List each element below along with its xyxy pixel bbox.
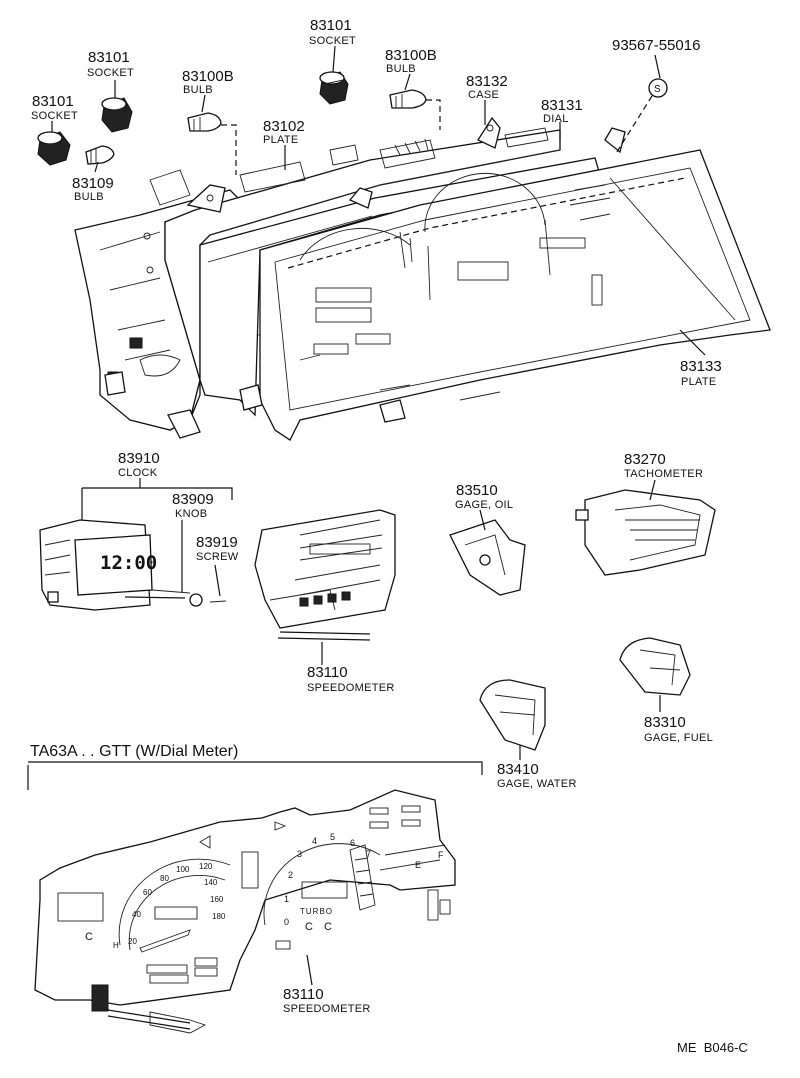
part-number: 83101: [32, 93, 74, 110]
f-letter: F: [438, 850, 444, 860]
tach-tick: 2: [288, 870, 293, 880]
part-name: SCREW: [196, 551, 239, 563]
part-name: SOCKET: [309, 35, 356, 47]
part-number: 83100B: [182, 68, 234, 85]
part-name: KNOB: [175, 508, 207, 520]
socket-83101-mid-drawing: [101, 97, 133, 133]
turbo-label: TURBO: [300, 907, 333, 916]
cluster-assembly-drawing: [74, 116, 771, 441]
cc-label-1: C: [305, 921, 313, 933]
bulb-83109-drawing: [85, 145, 115, 165]
part-name: SPEEDOMETER: [307, 682, 395, 694]
part-number: 83100B: [385, 47, 437, 64]
speed-tick: 180: [212, 912, 226, 921]
part-number: 83510: [456, 482, 498, 499]
fuel-gage-drawing: [619, 637, 691, 712]
speed-tick: 40: [132, 910, 141, 919]
part-name: BULB: [74, 191, 104, 203]
part-name: PLATE: [263, 134, 299, 146]
h-letter: H: [113, 941, 119, 950]
part-number: 83919: [196, 534, 238, 551]
part-number: 83101: [310, 17, 352, 34]
speed-tick: 140: [204, 878, 218, 887]
part-number: 83910: [118, 450, 160, 467]
tach-tick: 7: [366, 849, 371, 859]
clock-drawing: [39, 478, 233, 611]
speed-tick: 160: [210, 895, 224, 904]
part-number: 83110: [307, 664, 348, 681]
tach-tick: 4: [312, 836, 317, 846]
clock-c-letter: C: [85, 931, 93, 943]
tach-tick: 5: [330, 832, 335, 842]
screw-symbol-drawing: [614, 78, 668, 156]
part-name: PLATE: [681, 376, 717, 388]
part-name: GAGE, WATER: [497, 778, 577, 790]
part-number: 83133: [680, 358, 722, 375]
screw-symbol-letter: S: [654, 84, 661, 95]
oil-gage-drawing: [449, 509, 526, 596]
part-name: CLOCK: [118, 467, 158, 479]
speed-tick: 60: [143, 888, 152, 897]
cc-label-2: C: [324, 921, 332, 933]
tach-tick: 3: [297, 849, 302, 859]
part-name: GAGE, OIL: [455, 499, 513, 511]
part-name: BULB: [183, 84, 213, 96]
part-name: TACHOMETER: [624, 468, 703, 480]
tach-tick: 1: [284, 894, 289, 904]
tach-tick: 6: [350, 838, 355, 848]
part-name: SPEEDOMETER: [283, 1003, 371, 1015]
part-number: 83132: [466, 73, 508, 90]
part-number: 83131: [541, 97, 583, 114]
speed-tick: 80: [160, 874, 169, 883]
variant-heading: TA63A . . GTT (W/Dial Meter): [30, 743, 238, 760]
speedometer-digital-drawing: [254, 509, 396, 665]
speed-tick: 120: [199, 862, 213, 871]
dial-meter-drawing: [34, 789, 456, 1034]
footer-code: ME B046-C: [677, 1040, 748, 1055]
clock-display: 12:00: [100, 552, 157, 574]
speed-tick: 20: [128, 937, 137, 946]
part-number: 83909: [172, 491, 214, 508]
variant-bracket: [27, 761, 483, 790]
part-number: 83102: [263, 118, 305, 135]
part-number: 83110: [283, 986, 324, 1003]
speed-tick-labels: 20 40 60 80 100 120 140 160 180: [128, 862, 226, 946]
socket-83101-right-drawing: [319, 71, 349, 105]
socket-83101-left-drawing: [37, 131, 71, 166]
e-letter: E: [415, 860, 421, 870]
part-number: 83101: [88, 49, 130, 66]
water-gage-drawing: [479, 679, 546, 760]
bulb-83100b-left-drawing: [187, 112, 237, 175]
part-name: GAGE, FUEL: [644, 732, 713, 744]
part-name: CASE: [468, 89, 499, 101]
tachometer-drawing: [575, 479, 716, 576]
part-number: 93567-55016: [612, 37, 700, 54]
tach-tick-labels: 0 1 2 3 4 5 6 7: [284, 832, 371, 927]
leader-lines-upper: [51, 45, 706, 356]
speed-tick: 100: [176, 865, 190, 874]
part-number: 83109: [72, 175, 114, 192]
part-name: DIAL: [543, 113, 569, 125]
tach-tick: 0: [284, 917, 289, 927]
part-number: 83270: [624, 451, 666, 468]
bulb-83100b-right-drawing: [389, 89, 441, 130]
part-name: BULB: [386, 63, 416, 75]
part-name: SOCKET: [31, 110, 78, 122]
part-number: 83410: [497, 761, 539, 778]
part-name: SOCKET: [87, 67, 134, 79]
part-number: 83310: [644, 714, 686, 731]
